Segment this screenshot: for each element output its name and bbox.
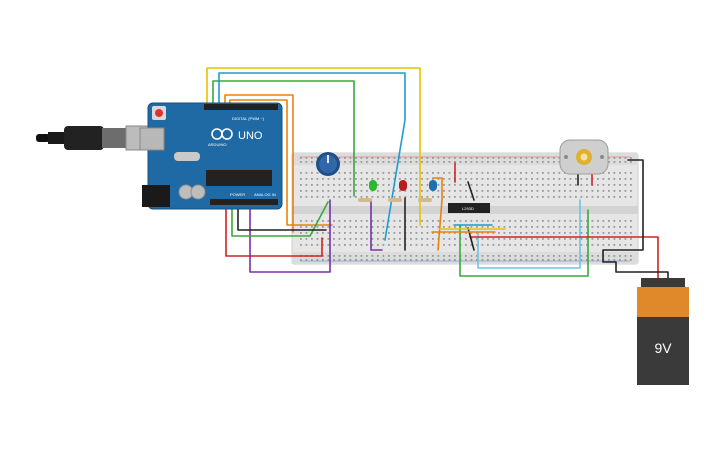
wire-red-power	[469, 236, 659, 279]
wire-green-bottom	[459, 209, 589, 277]
driver-chip: L293D	[448, 203, 490, 213]
power-label: POWER	[230, 192, 245, 197]
wire-black-left	[237, 205, 327, 231]
wire-red-left	[225, 205, 323, 257]
wire-orange	[224, 94, 294, 233]
digital-label: DIGITAL (PWM ~)	[232, 116, 265, 121]
arduino-brand-text: ARDUINO	[208, 142, 226, 147]
driver-chip-label: L293D	[462, 206, 474, 211]
wire-cyan-bottom	[477, 199, 581, 269]
breadboard-holes	[300, 157, 632, 261]
arduino-uno-board: UNO ARDUINO DIGITAL (PWM ~) POWER ANALOG…	[139, 102, 283, 210]
analog-label: ANALOG IN	[254, 192, 276, 197]
wire-cyan	[218, 72, 406, 241]
wire-black-chip	[467, 181, 475, 201]
wire-purple-left	[249, 199, 331, 273]
potentiometer[interactable]	[316, 152, 340, 176]
battery-9v: 9V	[637, 278, 689, 385]
led-green	[369, 180, 377, 191]
led-red	[399, 180, 407, 191]
uno-logo-text: UNO	[238, 130, 263, 142]
wire-green-left	[231, 201, 329, 237]
wire-orange-mid	[432, 177, 443, 251]
battery-label: 9V	[654, 340, 672, 356]
resistors	[358, 198, 432, 202]
arduino-logo-icon	[211, 128, 233, 140]
wire-purple-mid	[370, 199, 383, 251]
usb-cable	[36, 125, 157, 151]
wire-black-power	[602, 159, 669, 281]
wire-yellow	[206, 67, 421, 226]
wire-green-top	[212, 80, 355, 197]
wires	[206, 67, 669, 281]
dc-motor	[559, 139, 609, 175]
led-blue	[429, 180, 437, 191]
